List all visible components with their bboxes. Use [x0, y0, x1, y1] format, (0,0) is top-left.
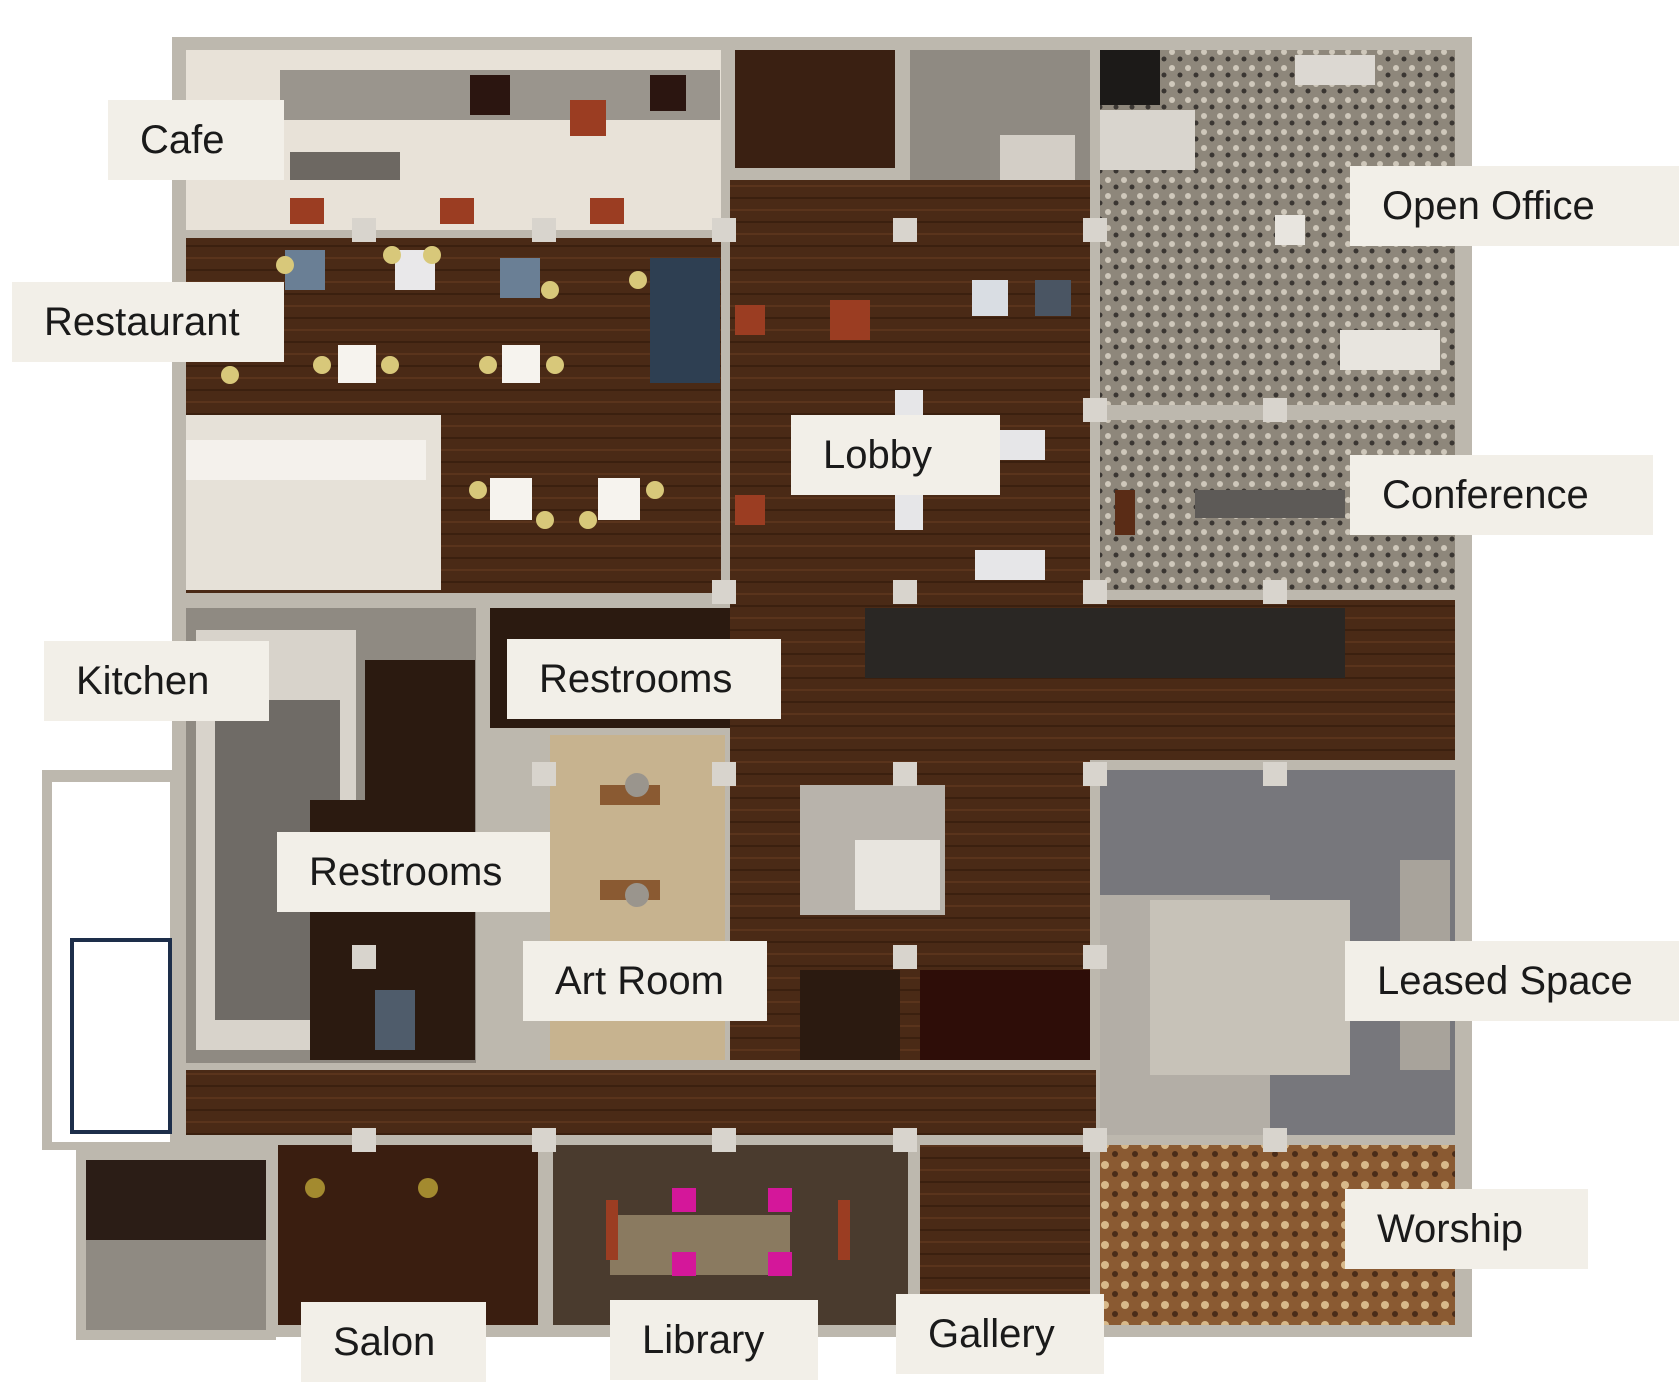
- label-leased-space: Leased Space: [1345, 941, 1679, 1021]
- room-restrooms-west: [365, 660, 475, 820]
- label-gallery: Gallery: [896, 1294, 1104, 1374]
- label-library: Library: [610, 1300, 818, 1380]
- label-worship: Worship: [1345, 1189, 1588, 1269]
- structural-columns: [352, 218, 1287, 1152]
- room-salon: [278, 1145, 538, 1325]
- label-lobby: Lobby: [791, 415, 1000, 495]
- label-open-office: Open Office: [1350, 166, 1679, 246]
- room-north-office: [735, 50, 895, 168]
- label-salon: Salon: [301, 1302, 486, 1382]
- label-restrooms-lower: Restrooms: [277, 832, 550, 912]
- label-conference: Conference: [1350, 455, 1653, 535]
- label-restrooms-upper: Restrooms: [507, 639, 781, 719]
- label-restaurant: Restaurant: [12, 282, 284, 362]
- label-kitchen: Kitchen: [44, 641, 269, 721]
- label-cafe: Cafe: [108, 100, 284, 180]
- label-art-room: Art Room: [523, 941, 767, 1021]
